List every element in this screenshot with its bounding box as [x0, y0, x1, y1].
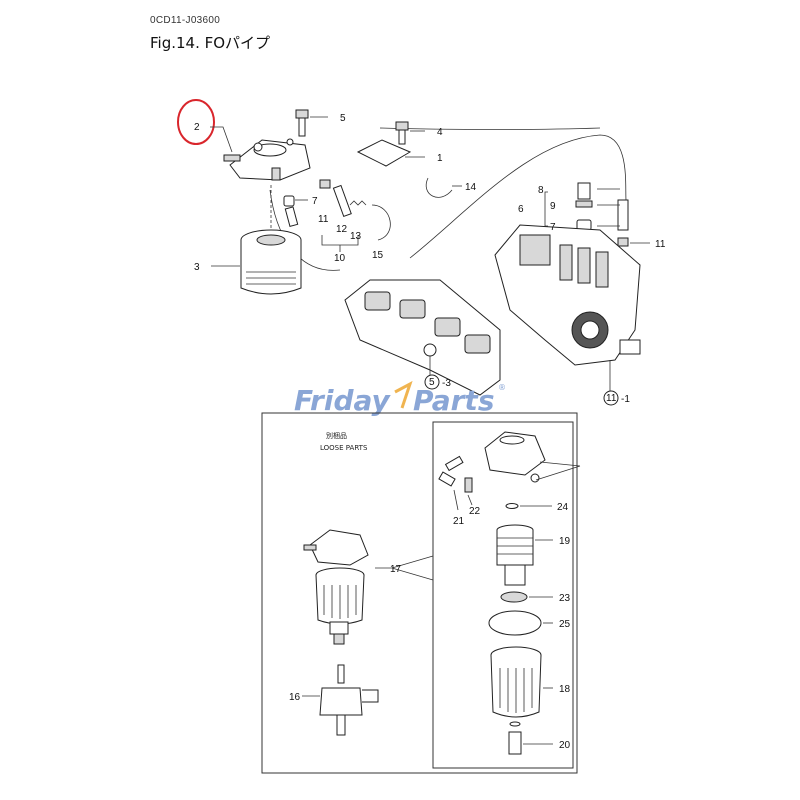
- pipe-12: [332, 184, 352, 218]
- callout-15: 15: [372, 250, 384, 261]
- part-22-screw: [464, 477, 473, 493]
- clamp-11b: [617, 237, 629, 247]
- part-19-element: [496, 524, 534, 586]
- callout-11b: 11: [655, 239, 666, 250]
- bolt-4: [395, 121, 409, 145]
- filter-head: [223, 138, 311, 181]
- watermark-friday: Friday: [294, 384, 392, 417]
- part-8-bolt: [577, 182, 591, 200]
- fuel-filter-assembly-17: [303, 529, 369, 645]
- fuel-hose-short: [617, 199, 629, 231]
- part-23-ring: [500, 591, 528, 603]
- callout-5: 5: [340, 113, 346, 124]
- bolt-5: [295, 109, 309, 137]
- callout-8: 8: [538, 185, 544, 196]
- callout-10: 10: [334, 253, 346, 264]
- part-24-oring: [505, 503, 519, 509]
- callout-16: 16: [289, 692, 301, 703]
- clamp-11: [319, 179, 331, 189]
- callout-21: 21: [453, 516, 465, 527]
- cover-plate-1: [356, 139, 412, 167]
- intake-manifold: [344, 279, 501, 396]
- loose-parts-frame: [261, 412, 578, 774]
- callout-1: 1: [437, 153, 443, 164]
- red-highlight-circle: [177, 99, 215, 145]
- drawing-code: 0CD11-J03600: [150, 15, 221, 26]
- callout-17: 17: [390, 564, 402, 575]
- part-20-drain: [508, 731, 522, 755]
- callout-7b: 7: [550, 222, 556, 233]
- part-21-plug: [444, 455, 464, 472]
- leader-lines: [210, 116, 650, 745]
- callout-9: 9: [550, 201, 556, 212]
- callout-circle-5-3: [424, 374, 440, 390]
- callout-14: 14: [465, 182, 477, 193]
- exploded-filter-head: [484, 431, 546, 483]
- callout-6: 6: [518, 204, 524, 215]
- callout-11a: 11: [318, 214, 329, 225]
- filter-element-3: [240, 229, 302, 295]
- callout-18: 18: [559, 684, 571, 695]
- spring-13: [349, 200, 367, 206]
- callout-13: 13: [350, 231, 362, 242]
- part-21-nipple: [438, 471, 456, 487]
- callout-3: 3: [194, 262, 200, 273]
- loose-parts-title-jp: 別梱品: [326, 431, 347, 440]
- fuel-pipe-inner: [379, 127, 601, 130]
- callout-2: 2: [194, 122, 200, 133]
- bracket-10: [321, 235, 359, 252]
- callout-23: 23: [559, 593, 571, 604]
- part-18-bowl: [490, 646, 542, 718]
- loose-parts-title-en: LOOSE PARTS: [320, 444, 368, 452]
- inline-filter-16: [319, 664, 379, 736]
- clip-15: [371, 204, 391, 241]
- callout-24: 24: [557, 502, 569, 513]
- callout-4: 4: [437, 127, 443, 138]
- part-20-oring: [509, 721, 521, 727]
- watermark-accent-icon: [394, 380, 413, 409]
- callout-12: 12: [336, 224, 348, 235]
- watermark-symbol: ®: [498, 383, 506, 392]
- callout-20: 20: [559, 740, 571, 751]
- banjo-7: [283, 195, 295, 207]
- callout-5-3-suffix: -3: [442, 378, 451, 389]
- callout-19: 19: [559, 536, 571, 547]
- callout-25: 25: [559, 619, 571, 630]
- watermark-parts: Parts: [413, 384, 494, 417]
- callout-22: 22: [469, 506, 481, 517]
- injection-pump: [494, 224, 641, 366]
- clip-14: [425, 177, 453, 198]
- part-9-washer: [575, 200, 593, 208]
- exploded-view-frame: [432, 421, 574, 769]
- hose-piece: [284, 206, 299, 228]
- figure-title: Fig.14. FOパイプ: [150, 34, 271, 52]
- callout-11-1-suffix: -1: [621, 394, 630, 405]
- callout-7a: 7: [312, 196, 318, 207]
- bracket-6: [544, 191, 548, 227]
- callout-11-1-number: 11: [606, 393, 617, 404]
- callout-5-3-number: 5: [429, 377, 435, 388]
- callout-circle-11-1: [603, 390, 619, 406]
- part-25-gasket: [488, 610, 542, 636]
